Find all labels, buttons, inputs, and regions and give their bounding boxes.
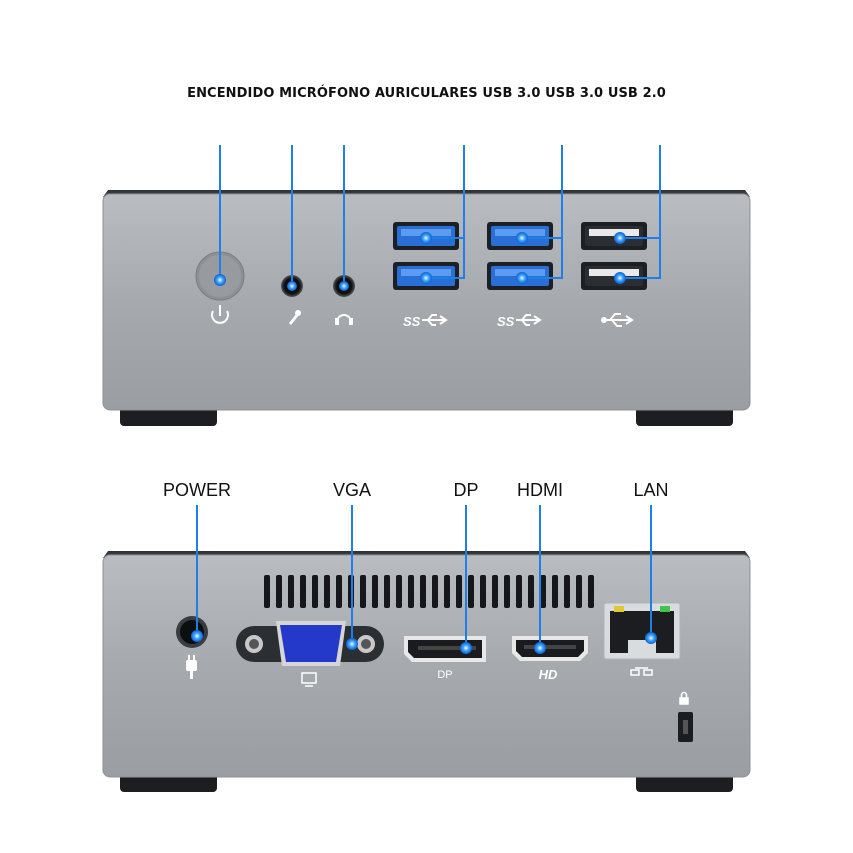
vent-slot [360,575,366,608]
vent-slot [492,575,498,608]
vent-slot [372,575,378,608]
monitor-icon [301,672,317,687]
vga-port [236,621,384,666]
vent-slot [408,575,414,608]
vent-slot [528,575,534,608]
network-icon [630,667,653,676]
vent-slot [516,575,522,608]
front-panel: SS SS [102,145,751,426]
vent-slot [504,575,510,608]
label-dp: DP [453,480,479,500]
vent-slot [288,575,294,608]
label-vga: VGA [332,480,372,500]
vent-slot [468,575,474,608]
vent-slot [444,575,450,608]
vent-slot [384,575,390,608]
usb-superspeed-icon: SS [497,314,542,329]
usb-superspeed-icon: SS [403,314,448,329]
vent-slot [540,575,546,608]
label-hdmi: HDMI [517,480,563,500]
front-ports-caption: ENCENDIDO MICRÓFONO AURICULARES USB 3.0 … [187,86,666,101]
rear-pointer-lines [196,505,652,648]
vent-slot [432,575,438,608]
vent-slot [336,575,342,608]
dp-mark: DP [437,669,452,681]
label-power: POWER [162,480,232,500]
rear-panel: DP HD [102,505,751,792]
vent-slot [456,575,462,608]
vent-slot [264,575,270,608]
label-lan: LAN [633,480,669,500]
foot-left [120,406,217,426]
rear-pointer-dots [191,630,657,654]
power-icon [211,305,229,324]
lan-port [603,602,681,660]
vent-slot [420,575,426,608]
vent-slot [588,575,594,608]
usb-icon [601,313,634,327]
displayport-port [404,636,486,662]
vent-slot [576,575,582,608]
front-pointer-lines [219,145,661,286]
ventilation-grille [264,575,594,608]
vent-slot [552,575,558,608]
vent-slot [276,575,282,608]
vent-slot [312,575,318,608]
microphone-icon [289,310,301,325]
vent-slot [396,575,402,608]
usb3-mark-a: SS [403,314,421,329]
chassis-rear [103,555,750,777]
lock-icon [679,691,689,705]
foot-right [636,406,733,426]
dc-power-icon [186,655,197,679]
usb2-port-group [581,222,647,290]
vent-slot [480,575,486,608]
vent-slot [564,575,570,608]
usb3-mark-b: SS [497,314,515,329]
vent-slot [300,575,306,608]
hdmi-port [512,636,588,661]
hdmi-mark: HD [539,667,558,682]
headphones-icon [335,314,353,325]
front-pointer-dots [214,232,626,291]
vent-slot [324,575,330,608]
